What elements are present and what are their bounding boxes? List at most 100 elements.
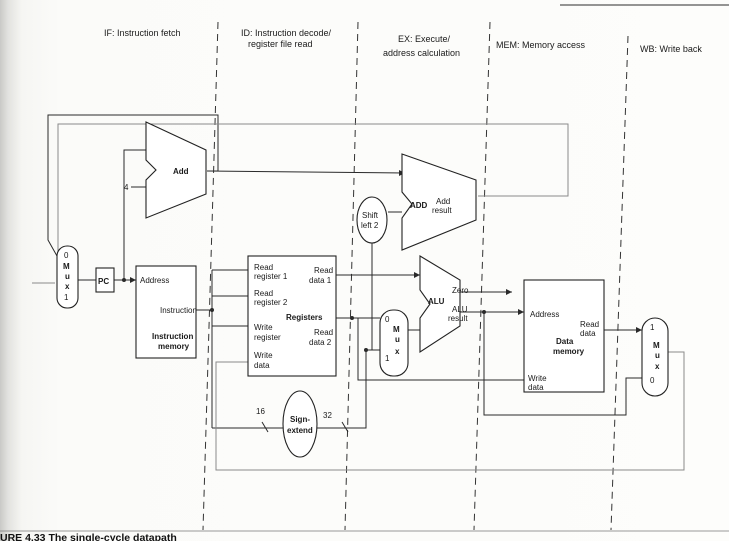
pc-adder-label: Add (173, 167, 189, 176)
rf-write-reg-1: Write (254, 323, 273, 332)
branch-adder: ADD Add result (401, 153, 477, 251)
data-memory: Address Read data Write data Data memory (523, 279, 605, 393)
separator-mem-wb (610, 35, 629, 531)
wb-mux-u: u (655, 351, 660, 360)
bus-slash-16 (261, 421, 269, 433)
bus-slash-32 (341, 421, 349, 433)
wb-mux-in0: 0 (650, 376, 655, 385)
arrowhead (506, 289, 512, 295)
register-file: Read register 1 Read register 2 Write re… (247, 255, 337, 377)
alu-zero-label: Zero (452, 286, 469, 295)
shift-left-label-1: Shift (362, 211, 379, 220)
pc-mux-in1: 1 (64, 293, 69, 302)
im-address-label: Address (140, 276, 169, 285)
pc-mux-shape (56, 245, 79, 309)
read-data2-to-write-data-wire (352, 317, 524, 381)
wires (32, 114, 685, 471)
im-title-1: Instruction (152, 332, 193, 341)
alu: ALU Zero ALU result (419, 255, 469, 354)
alu-mux-shape (379, 309, 409, 377)
pc-adder-shape (145, 121, 207, 219)
separator-id-ex (344, 21, 359, 531)
rf-title: Registers (286, 313, 323, 322)
stage-mem-label: MEM: Memory access (496, 40, 586, 50)
sign-extend-label-2: extend (287, 426, 313, 435)
arrowhead (414, 272, 420, 278)
pc-adder: Add 4 (124, 121, 207, 219)
alu-label: ALU (428, 297, 445, 306)
rf-write-reg-2: register (254, 333, 281, 342)
rf-read-reg1-2: register 1 (254, 272, 288, 281)
dm-read-data-1: Read (580, 320, 599, 329)
alu-mux-in0: 0 (385, 315, 390, 324)
alu-src-mux: 0 M u x 1 (379, 309, 409, 377)
stage-ex-label-2: address calculation (383, 48, 460, 58)
wb-mux: 1 M u x 0 (641, 317, 669, 397)
wb-mux-shape (641, 317, 669, 397)
rf-read-data1-1: Read (314, 266, 333, 275)
branch-adder-result-1: Add (436, 197, 450, 206)
pc-mux-in0: 0 (64, 251, 69, 260)
sign-extend-shape (282, 390, 318, 458)
branch-target-feedback-wire-top (57, 123, 569, 256)
sign-extend-in-bits: 16 (256, 407, 265, 416)
rf-read-reg2-2: register 2 (254, 298, 288, 307)
pc-mux-m: M (63, 262, 70, 271)
dm-title-2: memory (553, 347, 585, 356)
pc-adder-constant: 4 (124, 183, 129, 192)
instruction-memory-shape (135, 265, 197, 359)
instruction-memory: Address Instruction Instruction memory (135, 265, 197, 359)
alu-shape (419, 255, 461, 354)
pc-shape (95, 267, 115, 293)
sign-extend-out-wire (314, 349, 380, 429)
arrowhead (518, 309, 524, 315)
dm-write-data-1: Write (528, 374, 547, 383)
rf-read-reg2-1: Read (254, 289, 273, 298)
shift-left-label-2: left 2 (361, 221, 379, 230)
rf-read-data2-2: data 2 (309, 338, 332, 347)
rf-write-data-1: Write (254, 351, 273, 360)
write-back-wire (215, 351, 685, 471)
separator-ex-mem (473, 21, 491, 531)
stage-separators (202, 21, 629, 531)
branch-adder-result-2: result (432, 206, 452, 215)
pc-label: PC (98, 277, 109, 286)
junction (364, 348, 368, 352)
alu-mux-u: u (395, 335, 400, 344)
sign-extend-out-bits: 32 (323, 411, 332, 420)
alu-result-bypass-wire (483, 312, 642, 416)
branch-adder-label: ADD (410, 201, 428, 210)
pc-register: PC (95, 267, 115, 293)
wb-mux-in1: 1 (650, 323, 655, 332)
stage-id-label-1: ID: Instruction decode/ (241, 28, 332, 38)
wb-mux-x: x (655, 362, 660, 371)
alu-mux-x: x (395, 347, 400, 356)
im-title-2: memory (158, 342, 190, 351)
pc-mux-x: x (65, 282, 70, 291)
rf-read-data2-1: Read (314, 328, 333, 337)
dm-write-data-2: data (528, 383, 544, 392)
alu-result-2: result (448, 314, 468, 323)
stage-if-label: IF: Instruction fetch (104, 28, 181, 38)
dm-read-data-2: data (580, 329, 596, 338)
rf-read-data1-2: data 1 (309, 276, 332, 285)
stage-wb-label: WB: Write back (640, 44, 702, 54)
stage-id-label-2: register file read (248, 39, 313, 49)
pc-mux-u: u (65, 272, 70, 281)
stage-ex-label-1: EX: Execute/ (398, 34, 451, 44)
im-instruction-label: Instruction (160, 306, 197, 315)
dm-address-label: Address (530, 310, 559, 319)
rf-read-reg1-1: Read (254, 263, 273, 272)
arrowhead (636, 327, 642, 333)
alu-mux-m: M (393, 325, 400, 334)
pc-mux: 0 M u x 1 (56, 245, 79, 309)
branch-adder-shape (401, 153, 477, 251)
shift-left-2: Shift left 2 (356, 196, 388, 244)
shift-left-shape (356, 196, 388, 244)
figure-caption: URE 4.33 The single-cycle datapath (0, 532, 177, 541)
sign-extend-label-1: Sign- (290, 415, 310, 424)
separator-if-id (202, 21, 219, 531)
registers-shape (247, 255, 337, 377)
pc-plus4-to-branch-adder-wire (206, 170, 406, 174)
